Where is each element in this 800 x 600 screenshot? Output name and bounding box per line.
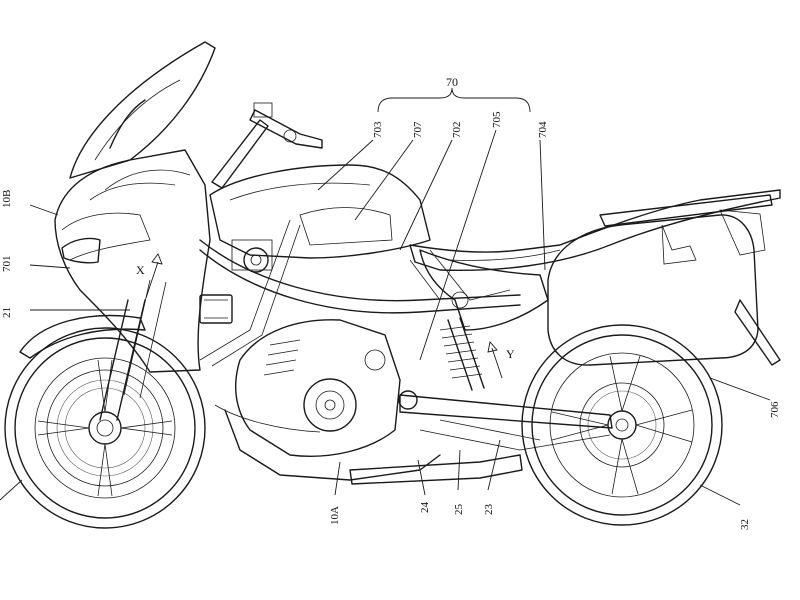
handlebar (211, 102, 323, 189)
leader-lines (0, 129, 771, 506)
label-Y: Y (506, 347, 515, 361)
arrow-y (487, 341, 503, 379)
bracket-70 (377, 87, 531, 113)
arrow-x (145, 253, 163, 299)
label-X: X (136, 263, 145, 277)
label-10B: 10B (1, 190, 13, 208)
label-706: 706 (769, 401, 781, 418)
swingarm (399, 394, 613, 451)
label-704: 704 (537, 121, 549, 138)
actuator (231, 239, 273, 273)
label-32: 32 (739, 519, 751, 530)
exhaust (349, 454, 523, 485)
side-case (547, 214, 781, 366)
rear-shock (439, 317, 485, 391)
label-702: 702 (451, 122, 463, 139)
label-10A: 10A (329, 506, 341, 525)
seat (409, 189, 781, 271)
label-701: 701 (1, 256, 13, 273)
front-fairing (54, 149, 211, 373)
belly-pan (214, 404, 441, 481)
label-25: 25 (453, 504, 465, 516)
frame (199, 219, 521, 367)
label-70: 70 (446, 75, 458, 89)
front-brake-disc-holes (56, 379, 154, 477)
label-23: 23 (483, 504, 495, 516)
label-21: 21 (1, 307, 13, 318)
luggage-rack (599, 194, 773, 256)
windshield (69, 41, 216, 179)
front-fork (19, 279, 167, 421)
label-24: 24 (419, 502, 431, 514)
fuel-tank (209, 164, 431, 259)
label-707: 707 (412, 121, 424, 138)
label-705: 705 (491, 111, 503, 128)
side-panel (419, 249, 549, 331)
engine (235, 319, 418, 457)
component-701 (199, 294, 233, 324)
front-wheel (4, 327, 206, 529)
label-703: 703 (372, 121, 384, 138)
rear-wheel (521, 324, 723, 526)
